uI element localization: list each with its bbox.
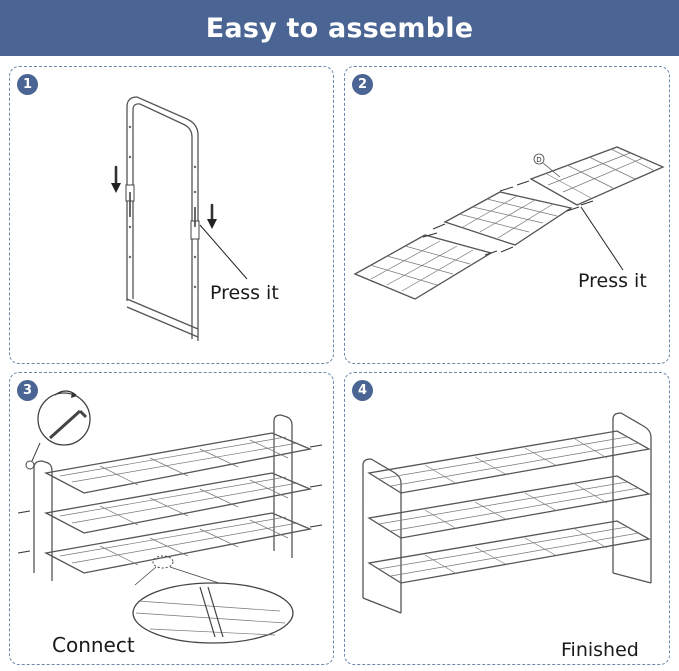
header-banner: Easy to assemble [0,0,679,56]
finished-rack-illustration [362,412,652,614]
step-2-badge: 2 [352,74,373,95]
step-1-panel: 1 Press it [9,66,334,364]
step-4-caption: Finished [561,639,639,661]
shelf-assembly-illustration: D [353,146,665,300]
step-4-panel: 4 Finished [344,372,670,665]
step-3-panel: 3 Connect [9,372,334,665]
step-2-caption: Press it [578,270,647,292]
step-1-badge: 1 [17,74,38,95]
step-3-badge: 3 [17,380,38,401]
step-3-caption: Connect [52,633,135,657]
step-2-panel: D 2 Press it [344,66,670,364]
step-1-caption: Press it [210,282,279,304]
step-4-badge: 4 [352,380,373,401]
part-label-d: D [536,156,541,164]
rack-connect-illustration [17,390,323,644]
banner-title: Easy to assemble [205,12,474,44]
frame-assembly-illustration [111,96,248,341]
